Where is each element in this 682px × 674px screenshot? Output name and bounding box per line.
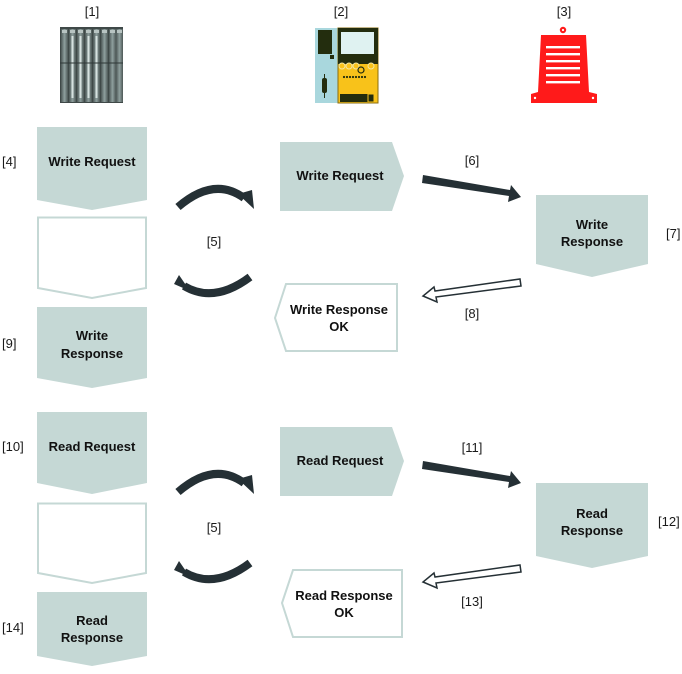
plc-slot-cap [110,30,115,33]
step-label-8: [8] [465,306,479,321]
controller-write-request-box: Write Request [37,127,147,210]
controller-write-wait-box [37,216,147,300]
plc-slot-highlight [71,36,74,98]
device-write-response-box: Write Response [536,195,648,277]
gateway-write-response-ok-line1: Write Response [290,302,388,317]
plc-slot-cap [78,30,83,33]
device-label-3: [3] [557,4,571,19]
gateway-write-request-box: Write Request [280,142,404,211]
forward-arrow-write: [6] [422,153,521,202]
forward-arrow-read: [11] [422,440,521,488]
device-write-response-line2: Response [561,234,623,249]
gateway-read-request-box: Read Request [280,427,404,496]
gateway-write-response-ok-box: Write Response OK [273,283,398,352]
controller-read-request-box: Read Request [37,412,147,494]
cycle-arrow-head-back [174,275,190,291]
step-label-14: [14] [2,620,24,635]
step-label-11: [11] [462,440,483,455]
step-label-9: [9] [2,336,16,351]
plc-slot [101,29,108,102]
step-label-12: [12] [658,514,680,529]
plc-slot-cap [70,30,75,33]
return-arrow-write: [8] [421,278,522,321]
cycle-arrow-head-forward [238,190,254,209]
cycle-arrow-head-forward [238,475,254,494]
controller-read-response-line1: Read [76,613,108,628]
gateway-write-response-ok-line2: OK [329,319,349,334]
gateway-read-response-ok-box: Read Response OK [280,569,403,638]
return-arrow-read: [13] [421,564,522,609]
cycle-arrow-head-back [174,561,190,577]
step-label-7: [7] [666,226,680,241]
plc-slot [61,29,68,102]
device-read-response-line1: Read [576,506,608,521]
gateway-write-request-text: Write Request [296,168,384,183]
plc-slot-highlight [87,36,90,98]
gateway-read-response-ok-line1: Read Response [295,588,393,603]
step-label-10: [10] [2,439,24,454]
plc-controller-icon [60,27,123,103]
controller-read-wait-box [37,502,147,585]
controller-write-request-text: Write Request [48,154,136,169]
cycle-label-write: [5] [207,234,221,249]
device-write-response-line1: Write [576,217,608,232]
cycle-arrows-read: [5] [174,469,254,584]
plc-slot [116,29,123,102]
controller-write-response-line2: Response [61,346,123,361]
gateway-read-response-ok-line2: OK [334,605,354,620]
step-label-4: [4] [2,154,16,169]
gateway-read-request-text: Read Request [297,453,384,468]
gateway-module-icon [315,27,379,104]
cycle-label-read: [5] [207,520,221,535]
device-label-2: [2] [334,4,348,19]
plc-slot-cap [102,30,107,33]
cycle-arrows-write: [5] [174,184,254,298]
plc-slot-highlight [95,36,98,98]
plc-slot-cap [94,30,99,33]
controller-write-response-box: Write Response [37,307,147,388]
controller-write-response-line1: Write [76,328,108,343]
device-read-response-line2: Response [561,523,623,538]
controller-read-request-text: Read Request [49,439,136,454]
plc-slot-highlight [79,36,82,98]
step-label-6: [6] [465,153,479,168]
plc-slot-cap [86,30,91,33]
controller-read-response-line2: Response [61,630,123,645]
plc-slot [109,29,116,102]
device-label-1: [1] [85,4,99,19]
step-label-13: [13] [461,594,483,609]
plc-slot-cap [62,30,67,33]
controller-read-response-box: Read Response [37,592,147,666]
device-read-response-box: Read Response [536,483,648,568]
plc-slot-cap [117,30,122,33]
safety-device-icon [531,26,597,103]
